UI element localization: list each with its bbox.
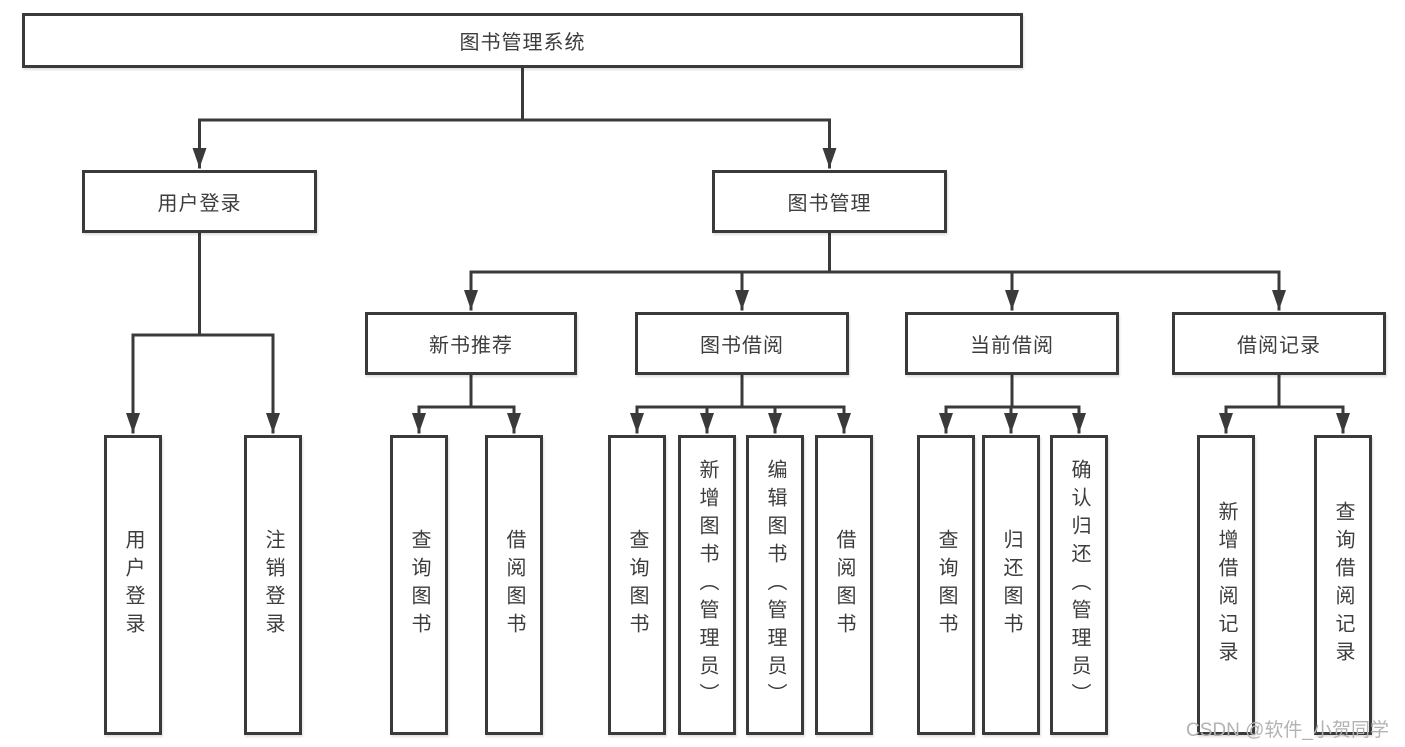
node-leaf-edit-books-admin: 编辑图书（管理员） [746, 435, 804, 735]
node-label: 查询图书 [626, 529, 648, 641]
node-book-management: 图书管理 [712, 170, 947, 233]
node-leaf-query-books-2: 查询图书 [608, 435, 666, 735]
node-new-book-recommendation: 新书推荐 [365, 312, 577, 375]
node-label: 新增图书（管理员） [696, 459, 718, 711]
node-label: 归还图书 [1000, 529, 1022, 641]
node-label: 查询图书 [408, 529, 430, 641]
node-leaf-confirm-return-admin: 确认归还（管理员） [1050, 435, 1108, 735]
node-leaf-query-borrow-record: 查询借阅记录 [1314, 435, 1372, 735]
node-label: 新增借阅记录 [1215, 501, 1237, 669]
node-leaf-return-books: 归还图书 [982, 435, 1040, 735]
node-borrowing-records: 借阅记录 [1172, 312, 1386, 375]
node-label: 注销登录 [262, 529, 284, 641]
node-user-login: 用户登录 [82, 170, 317, 233]
node-label: 借阅图书 [503, 529, 525, 641]
node-label: 用户登录 [157, 193, 242, 215]
node-label: 图书借阅 [700, 335, 784, 357]
node-label: 编辑图书（管理员） [764, 459, 786, 711]
node-label: 当前借阅 [970, 335, 1054, 357]
node-label: 查询借阅记录 [1332, 501, 1354, 669]
node-leaf-add-borrow-record: 新增借阅记录 [1197, 435, 1255, 735]
node-leaf-add-books-admin: 新增图书（管理员） [678, 435, 736, 735]
node-label: 用户登录 [122, 529, 144, 641]
node-library-management-system: 图书管理系统 [22, 13, 1023, 68]
csdn-watermark: CSDN @软件_小贺同学 [1186, 720, 1389, 741]
node-leaf-borrow-books-1: 借阅图书 [485, 435, 543, 735]
node-label: 新书推荐 [429, 335, 513, 357]
node-label: 查询图书 [935, 529, 957, 641]
node-label: 借阅图书 [833, 529, 855, 641]
node-label: 图书管理 [787, 193, 872, 215]
node-leaf-logout: 注销登录 [244, 435, 302, 735]
node-label: 确认归还（管理员） [1068, 459, 1090, 711]
node-leaf-borrow-books-2: 借阅图书 [815, 435, 873, 735]
node-current-borrowing: 当前借阅 [905, 312, 1119, 375]
node-book-borrowing: 图书借阅 [635, 312, 849, 375]
node-leaf-user-login: 用户登录 [104, 435, 162, 735]
node-leaf-query-books-3: 查询图书 [917, 435, 975, 735]
connector-group [126, 66, 1350, 434]
node-label: 借阅记录 [1237, 335, 1321, 357]
node-leaf-query-books-1: 查询图书 [390, 435, 448, 735]
node-label: 图书管理系统 [459, 32, 586, 54]
